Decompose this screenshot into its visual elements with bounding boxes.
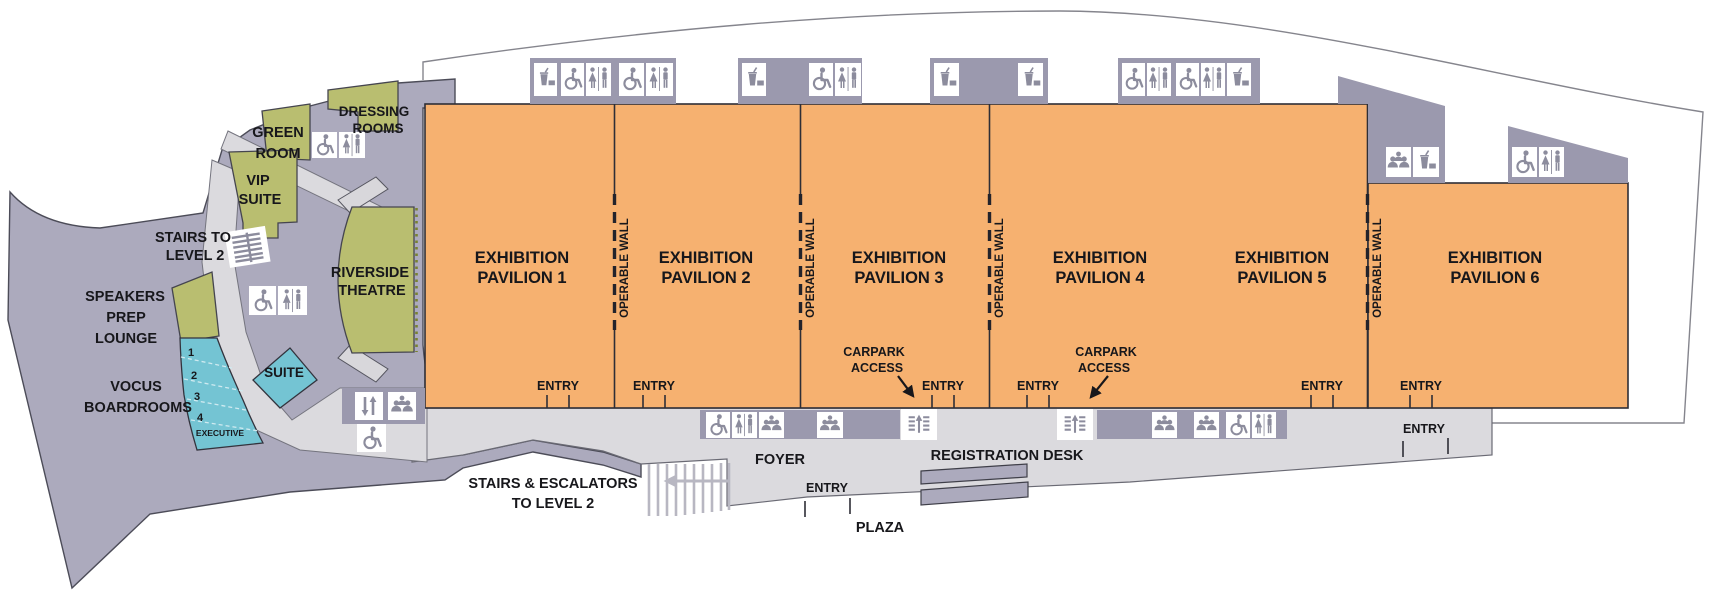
entry-label: ENTRY: [1403, 422, 1446, 436]
registration-desk-counter: [920, 463, 1028, 485]
entry-label: ENTRY: [1017, 379, 1060, 393]
vip-suite-label: SUITE: [239, 192, 282, 208]
room-speakers-prep-lounge: [171, 271, 220, 343]
carpark-access-arrow: [897, 375, 915, 398]
pavilion-4-label: EXHIBITION: [1053, 249, 1147, 267]
suite-label: SUITE: [264, 365, 304, 380]
stairs-to-level2-label: LEVEL 2: [166, 248, 225, 264]
pavilion-hall-1-5: [424, 103, 1369, 409]
boardroom-1-label: 1: [188, 347, 194, 359]
vip-suite-label: VIP: [246, 173, 270, 189]
entry-label: ENTRY: [633, 379, 676, 393]
room-green-room: [261, 103, 311, 161]
operable-wall-label: OPERABLE WALL: [619, 218, 631, 318]
carpark-access-label: CARPARK: [1075, 345, 1137, 359]
green-room-label: ROOM: [255, 146, 300, 162]
pavilion-4-label: PAVILION 4: [1055, 269, 1145, 287]
carpark-access-label: ACCESS: [1078, 361, 1130, 375]
pavilion-1-label: EXHIBITION: [475, 249, 569, 267]
pavilion-6-label: PAVILION 6: [1450, 269, 1539, 287]
operable-wall-label: OPERABLE WALL: [1372, 218, 1384, 318]
stairs-escalators-label: STAIRS & ESCALATORS: [468, 476, 638, 492]
pavilion-hall-6: [1367, 182, 1629, 409]
speakers-prep-lounge-label: LOUNGE: [95, 331, 157, 347]
green-room-label: GREEN: [252, 125, 304, 141]
dressing-rooms-label: DRESSING: [339, 104, 410, 119]
operable-walls: [612, 103, 1370, 408]
carpark-access-label: ACCESS: [851, 361, 903, 375]
theatre-wing-upper: [337, 176, 389, 214]
vocus-boardrooms-label: VOCUS: [110, 379, 162, 395]
riverside-theatre-label: THEATRE: [338, 283, 406, 299]
vocus-boardrooms-label: BOARDROOMS: [84, 400, 192, 416]
plaza-label: PLAZA: [856, 520, 905, 536]
pavilion-5-label: EXHIBITION: [1235, 249, 1329, 267]
building-outline: [422, 10, 1704, 424]
boardroom-dividers: [180, 356, 260, 432]
room-vip-suite: [228, 149, 298, 239]
room-dressing-rooms: [327, 80, 399, 132]
speakers-prep-lounge-label: PREP: [106, 310, 146, 326]
carpark-access-label: CARPARK: [843, 345, 905, 359]
entry-label: ENTRY: [922, 379, 965, 393]
pavilion-5-label: PAVILION 5: [1237, 269, 1326, 287]
executive-boardroom-label: EXECUTIVE: [196, 428, 245, 438]
foyer-label: FOYER: [755, 452, 805, 468]
boardroom-3-label: 3: [194, 391, 200, 403]
registration-desk-counter: [920, 481, 1029, 506]
registration-desk-label: REGISTRATION DESK: [931, 448, 1084, 464]
room-suite: [252, 347, 318, 409]
room-riverside-theatre: [337, 206, 415, 354]
dressing-rooms-label: ROOMS: [352, 121, 403, 136]
entry-label: ENTRY: [1400, 379, 1443, 393]
stairs-escalators-icon: [647, 463, 731, 516]
operable-wall-label: OPERABLE WALL: [994, 218, 1006, 318]
stairs-to-level2-label: STAIRS TO: [155, 230, 231, 246]
entry-label: ENTRY: [1301, 379, 1344, 393]
entry-label: ENTRY: [537, 379, 580, 393]
entry-door-marks: [546, 395, 1449, 517]
operable-wall-label: OPERABLE WALL: [805, 218, 817, 318]
carpark-access-arrow: [1089, 375, 1109, 399]
pavilion-6-label: EXHIBITION: [1448, 249, 1542, 267]
speakers-prep-lounge-label: SPEAKERS: [85, 289, 165, 305]
boardroom-4-label: 4: [197, 412, 204, 424]
riverside-theatre-label: RIVERSIDE: [331, 265, 409, 281]
pavilion-1-label: PAVILION 1: [477, 269, 566, 287]
entry-label: ENTRY: [806, 481, 849, 495]
stairs-escalators-label: TO LEVEL 2: [512, 496, 594, 512]
pavilion-2-label: EXHIBITION: [659, 249, 753, 267]
theatre-wing-lower: [337, 344, 389, 383]
pavilion-3-label: PAVILION 3: [854, 269, 943, 287]
pavilion-2-label: PAVILION 2: [661, 269, 750, 287]
boardroom-2-label: 2: [191, 370, 197, 382]
pavilion-3-label: EXHIBITION: [852, 249, 946, 267]
